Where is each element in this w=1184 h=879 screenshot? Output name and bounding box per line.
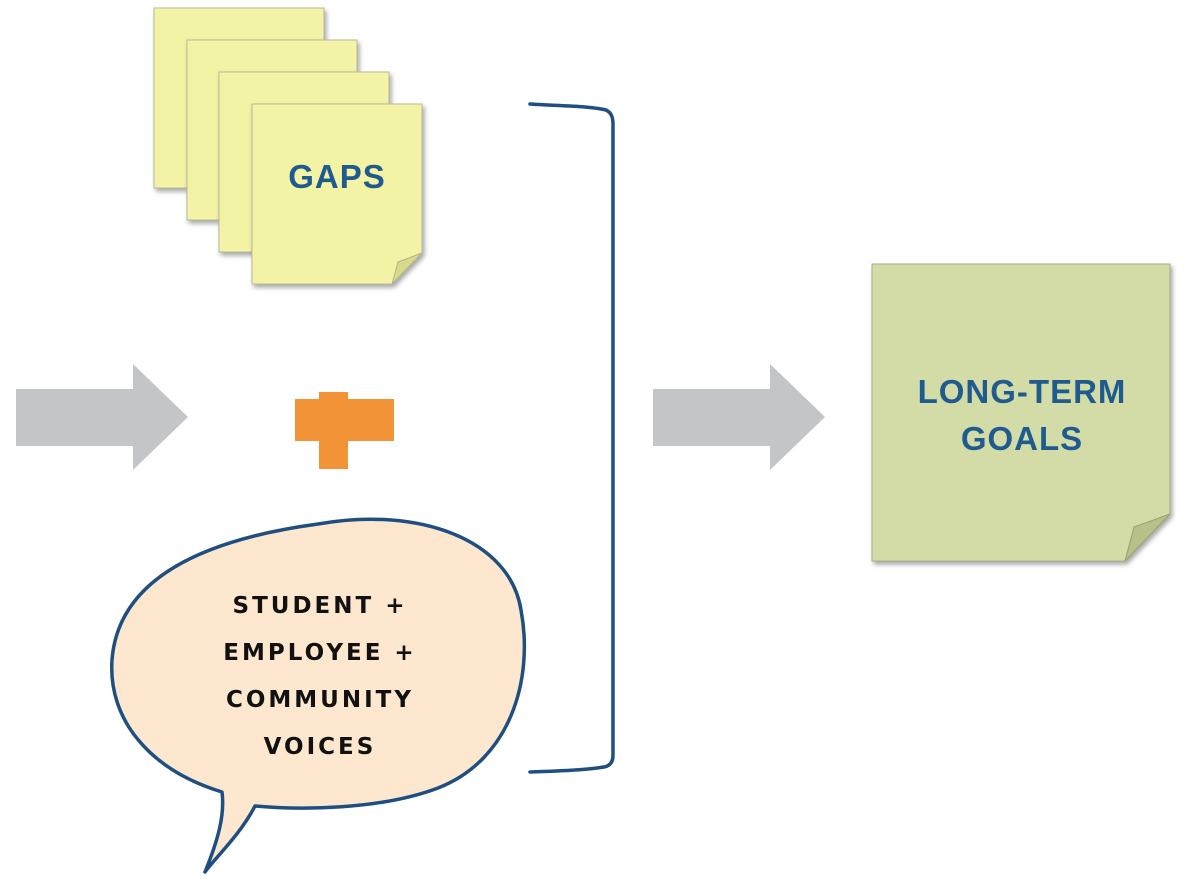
goals-sticky-note (871, 263, 1171, 562)
plus-sign (295, 392, 394, 469)
sticky-note-curl (391, 252, 423, 285)
goals-note-curl (1124, 513, 1171, 562)
voices-line-2: EMPLOYEE + (223, 640, 417, 666)
grouping-bracket (528, 102, 615, 774)
output-arrow (653, 364, 825, 470)
gaps-sticky-stack (153, 7, 423, 285)
long-term-goals-label: LONG-TERM GOALS (872, 368, 1172, 462)
goals-label-line-1: LONG-TERM (917, 373, 1127, 410)
voices-label: STUDENT + EMPLOYEE + COMMUNITY VOICES (170, 583, 470, 771)
voices-line-3: COMMUNITY (225, 687, 415, 713)
input-arrow (16, 364, 188, 470)
voices-line-1: STUDENT + (232, 593, 408, 619)
voices-line-4: VOICES (263, 734, 377, 760)
voices-speech-bubble (110, 517, 527, 874)
goals-label-line-2: GOALS (960, 420, 1084, 457)
gaps-label: GAPS (288, 158, 386, 195)
